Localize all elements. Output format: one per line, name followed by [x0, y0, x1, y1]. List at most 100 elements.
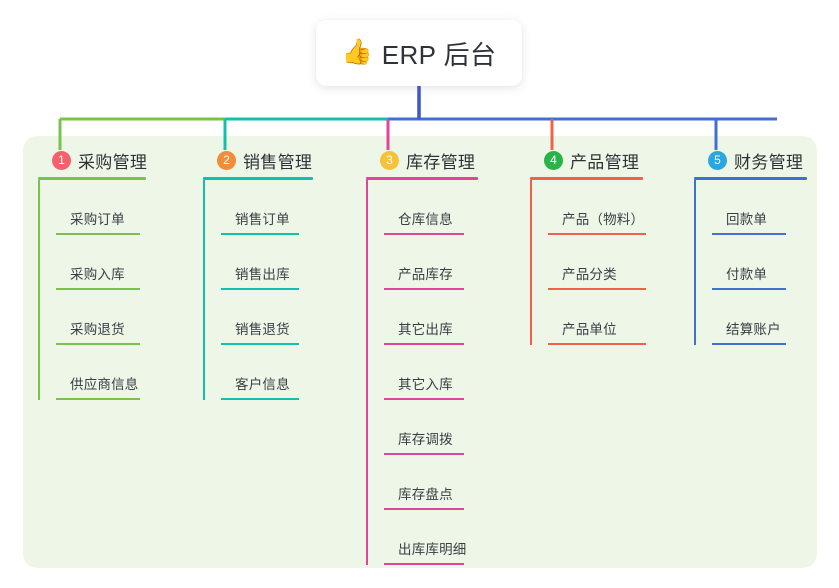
- branch-item-underline: [221, 233, 299, 235]
- branch-item[interactable]: 库存调拨: [384, 400, 478, 455]
- branch-column-产品管理: 4 产品管理产品（物料） 产品分类产品单位: [530, 148, 646, 345]
- branch-item-label: 采购退货: [70, 322, 125, 337]
- branch-header-2[interactable]: 2 销售管理: [203, 148, 313, 172]
- branch-number-badge: 1: [52, 150, 71, 170]
- branch-item-underline: [56, 288, 140, 290]
- branch-trunk-line: [530, 180, 532, 345]
- branch-item-underline: [56, 233, 140, 235]
- branch-trunk-line: [203, 180, 205, 400]
- root-node-card[interactable]: 👍 ERP 后台: [316, 20, 522, 86]
- branch-item-underline: [548, 233, 646, 235]
- branch-item[interactable]: 采购入库: [56, 235, 147, 290]
- branch-item-underline: [712, 343, 786, 345]
- branch-panel: [23, 136, 817, 568]
- branch-item-underline: [548, 343, 646, 345]
- branch-item-label: 产品单位: [562, 322, 617, 337]
- branch-item-label: 仓库信息: [398, 212, 453, 227]
- branch-item[interactable]: 产品（物料）: [548, 180, 646, 235]
- branch-item-underline: [384, 398, 464, 400]
- branch-item-label: 采购入库: [70, 267, 125, 282]
- branch-item-underline: [384, 343, 464, 345]
- branch-number-badge: 3: [380, 150, 399, 170]
- branch-title: 库存管理: [406, 152, 476, 172]
- branch-item-label: 销售出库: [235, 267, 290, 282]
- branch-header-1[interactable]: 1 采购管理: [38, 148, 147, 172]
- branch-item[interactable]: 结算账户: [712, 290, 807, 345]
- branch-item[interactable]: 采购订单: [56, 180, 147, 235]
- branch-item-underline: [384, 563, 464, 565]
- branch-column-销售管理: 2 销售管理销售订单销售出库销售退货客户信息: [203, 148, 313, 400]
- branch-item-label: 结算账户: [726, 322, 781, 337]
- branch-item-underline: [221, 343, 299, 345]
- branch-item[interactable]: 付款单: [712, 235, 807, 290]
- branch-column-库存管理: 3 库存管理仓库信息产品库存其它出库其它入库库存调拨库存盘点出库库明细: [366, 148, 478, 565]
- branch-item[interactable]: 回款单: [712, 180, 807, 235]
- branch-item-underline: [221, 288, 299, 290]
- branch-item-underline: [384, 453, 464, 455]
- branch-item-label: 产品分类: [562, 267, 617, 282]
- branch-item[interactable]: 客户信息: [221, 345, 313, 400]
- branch-header-4[interactable]: 4 产品管理: [530, 148, 643, 172]
- branch-item-list: 回款单付款单结算账户: [694, 180, 807, 345]
- thumbs-up-emoji: 👍: [341, 38, 373, 66]
- branch-item[interactable]: 销售出库: [221, 235, 313, 290]
- branch-header-underline: [694, 177, 807, 180]
- branch-number-badge: 5: [708, 150, 727, 170]
- branch-item[interactable]: 产品分类: [548, 235, 646, 290]
- branch-column-财务管理: 5 财务管理回款单付款单结算账户: [694, 148, 807, 345]
- branch-item[interactable]: 出库库明细: [384, 510, 478, 565]
- branch-item[interactable]: 其它出库: [384, 290, 478, 345]
- branch-item[interactable]: 其它入库: [384, 345, 478, 400]
- branch-item[interactable]: 供应商信息: [56, 345, 147, 400]
- branch-item-label: 出库库明细: [398, 542, 467, 557]
- branch-item-list: 销售订单销售出库销售退货客户信息: [203, 180, 313, 400]
- branch-item-label: 其它出库: [398, 322, 453, 337]
- branch-header-underline: [203, 177, 313, 180]
- branch-item[interactable]: 采购退货: [56, 290, 147, 345]
- branch-item-label: 客户信息: [235, 377, 290, 392]
- branch-item[interactable]: 销售退货: [221, 290, 313, 345]
- branch-item-underline: [384, 508, 464, 510]
- branch-item-label: 采购订单: [70, 212, 125, 227]
- branch-item-label: 产品（物料）: [562, 212, 645, 227]
- branch-item[interactable]: 销售订单: [221, 180, 313, 235]
- branch-item-underline: [712, 233, 786, 235]
- branch-item-label: 回款单: [726, 212, 768, 227]
- branch-item-list: 仓库信息产品库存其它出库其它入库库存调拨库存盘点出库库明细: [366, 180, 478, 565]
- branch-header-underline: [366, 177, 478, 180]
- branch-header-3[interactable]: 3 库存管理: [366, 148, 478, 172]
- branch-title: 销售管理: [243, 152, 313, 172]
- branch-item-underline: [384, 233, 464, 235]
- branch-number-badge: 4: [544, 150, 563, 170]
- branch-header-underline: [38, 177, 146, 180]
- branch-item[interactable]: 产品库存: [384, 235, 478, 290]
- branch-item-label: 库存盘点: [398, 487, 453, 502]
- root-node-title: ERP 后台: [381, 39, 497, 70]
- branch-item-underline: [384, 288, 464, 290]
- branch-title: 财务管理: [734, 152, 804, 172]
- branch-item[interactable]: 库存盘点: [384, 455, 478, 510]
- branch-number-badge: 2: [217, 150, 236, 170]
- branch-item-label: 产品库存: [398, 267, 453, 282]
- branch-item-underline: [548, 288, 646, 290]
- root-node-content: 👍 ERP 后台: [342, 35, 497, 72]
- branch-item-underline: [56, 398, 140, 400]
- branch-item-list: 产品（物料） 产品分类产品单位: [530, 180, 646, 345]
- branch-item-label: 付款单: [726, 267, 768, 282]
- branch-item-label: 销售退货: [235, 322, 290, 337]
- branch-item-underline: [56, 343, 140, 345]
- branch-item-list: 采购订单采购入库采购退货供应商信息: [38, 180, 147, 400]
- branch-item-underline: [221, 398, 299, 400]
- branch-item[interactable]: 仓库信息: [384, 180, 478, 235]
- branch-item-underline: [712, 288, 786, 290]
- branch-item[interactable]: 产品单位: [548, 290, 646, 345]
- branch-item-label: 供应商信息: [70, 377, 139, 392]
- branch-trunk-line: [38, 180, 40, 400]
- branch-trunk-line: [366, 180, 368, 565]
- branch-header-underline: [530, 177, 643, 180]
- branch-title: 采购管理: [78, 152, 148, 172]
- branch-header-5[interactable]: 5 财务管理: [694, 148, 807, 172]
- branch-item-label: 库存调拨: [398, 432, 453, 447]
- branch-title: 产品管理: [570, 152, 640, 172]
